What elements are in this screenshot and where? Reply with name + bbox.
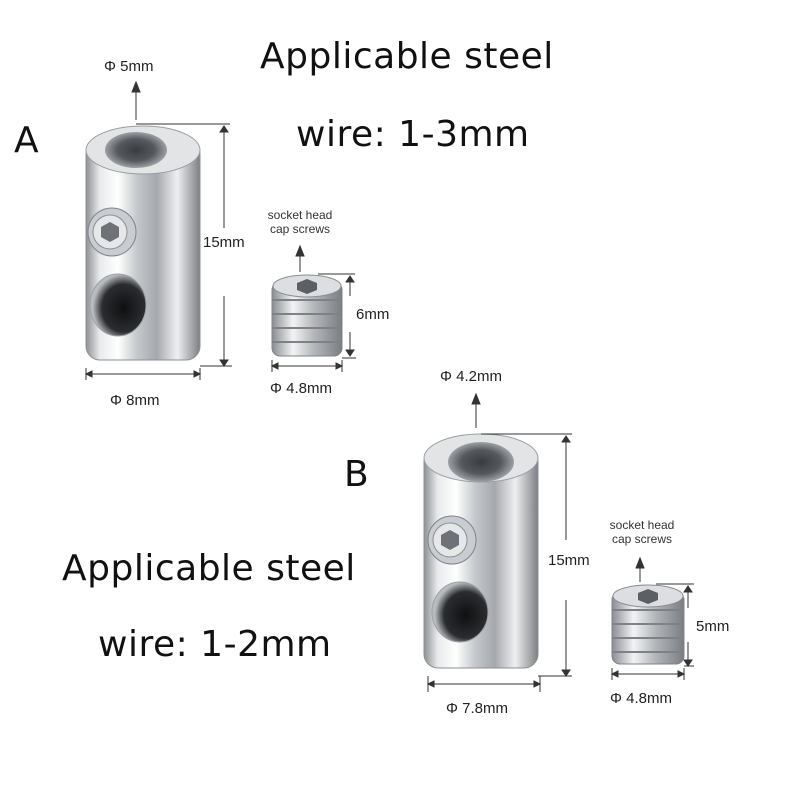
screw-b-note: socket head cap screws xyxy=(600,518,684,546)
product-a-label: A xyxy=(14,120,39,161)
screw-a-length: 6mm xyxy=(356,306,390,323)
screw-a-note-line2: cap screws xyxy=(269,222,331,236)
product-a-title-line2: wire: 1-3mm xyxy=(296,114,530,155)
product-b-label: B xyxy=(344,454,369,495)
product-a-height: 15mm xyxy=(203,234,245,251)
connector-a-body xyxy=(85,125,201,361)
screw-a-diameter: Φ 4.8mm xyxy=(270,380,332,397)
screw-a-dimension-lines xyxy=(270,244,356,372)
product-b-top-diameter: Φ 4.2mm xyxy=(440,368,502,385)
screw-a xyxy=(271,274,343,357)
product-b-height: 15mm xyxy=(548,552,590,569)
screw-a-note-line1: socket head xyxy=(267,208,333,222)
product-b-title-line2: wire: 1-2mm xyxy=(98,624,332,665)
connector-a-dimension-lines xyxy=(84,80,232,380)
connector-b-dimension-lines xyxy=(426,392,572,692)
screw-b xyxy=(611,584,685,665)
product-a-top-diameter: Φ 5mm xyxy=(104,58,154,75)
product-b-bottom-diameter: Φ 7.8mm xyxy=(446,700,508,717)
product-a-bottom-diameter: Φ 8mm xyxy=(110,392,160,409)
product-b-title-line1: Applicable steel xyxy=(62,548,356,589)
screw-b-note-line2: cap screws xyxy=(611,532,673,546)
screw-a-note: socket head cap screws xyxy=(258,208,342,236)
screw-b-dimension-lines xyxy=(610,556,694,680)
screw-b-length: 5mm xyxy=(696,618,730,635)
product-a-title-line1: Applicable steel xyxy=(260,36,554,77)
connector-b-body xyxy=(423,433,539,669)
screw-b-diameter: Φ 4.8mm xyxy=(610,690,672,707)
screw-b-note-line1: socket head xyxy=(609,518,675,532)
